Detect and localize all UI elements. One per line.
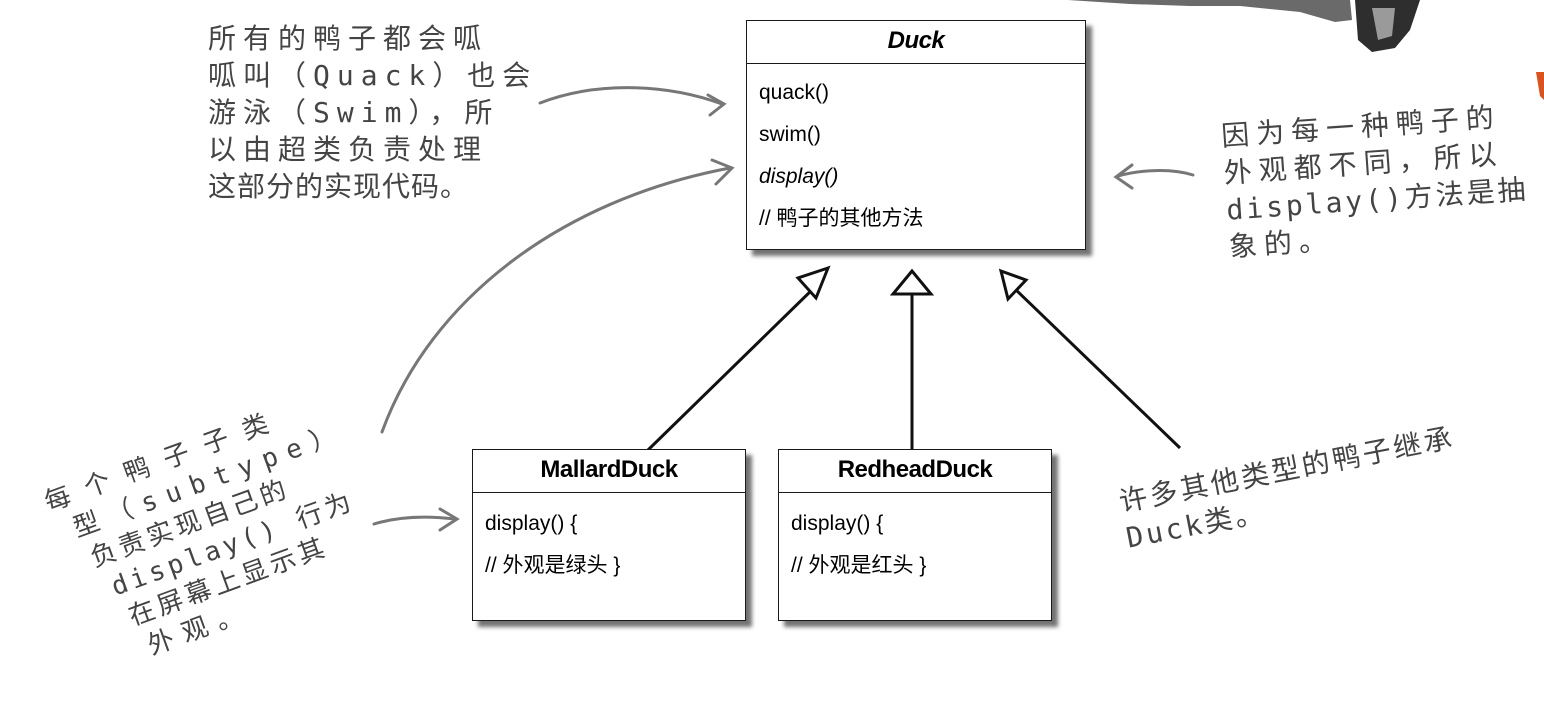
mallard-class-name: MallardDuck xyxy=(473,450,745,493)
cartoon-fragment-icon xyxy=(1068,0,1544,100)
redhead-class-box: RedheadDuck display() { // 外观是红头 } xyxy=(778,449,1052,621)
duck-class-box: Duck quack() swim() display() // 鸭子的其他方法 xyxy=(746,20,1086,250)
inheritance-line-mallard xyxy=(646,284,818,452)
mallard-display-line: display() { xyxy=(485,512,578,535)
method-display: display() xyxy=(759,165,839,188)
annotation-arrow-top-left xyxy=(538,86,724,106)
method-quack: quack() xyxy=(759,81,830,104)
redhead-class-name: RedheadDuck xyxy=(779,450,1051,493)
inheritance-arrowhead-redhead xyxy=(889,268,935,296)
note-line: 呱叫（Quack）也会 xyxy=(208,59,538,92)
redhead-comment-line: // 外观是红头 } xyxy=(791,554,927,577)
inheritance-arrowhead-mallard xyxy=(795,265,831,301)
method-other-comment: // 鸭子的其他方法 xyxy=(759,207,924,230)
annotation-arrow-bottom-left xyxy=(372,515,457,526)
note-superclass-behaviors: 所有的鸭子都会呱 呱叫（Quack）也会 游泳（Swim），所 以由超类负责处理… xyxy=(208,20,537,205)
note-line: 所有的鸭子都会呱 xyxy=(208,22,489,55)
annotation-arrow-bottom-left-up xyxy=(380,166,732,434)
note-display-abstract: 因为每一种鸭子的 外观都不同，所以 display()方法是抽 象的。 xyxy=(1220,97,1532,266)
note-line: 以由超类负责处理 xyxy=(208,133,489,166)
method-swim: swim() xyxy=(759,123,821,146)
inheritance-arrowhead-other xyxy=(998,268,1029,303)
mallard-comment-line: // 外观是绿头 } xyxy=(485,554,621,577)
mallard-class-box: MallardDuck display() { // 外观是绿头 } xyxy=(472,449,746,621)
inheritance-line-other xyxy=(1012,286,1182,450)
note-line: 这部分的实现代码。 xyxy=(208,170,470,203)
note-line: 游泳（Swim），所 xyxy=(208,96,500,129)
annotation-arrow-right xyxy=(1116,169,1195,178)
redhead-display-line: display() { xyxy=(791,512,884,535)
duck-class-name: Duck xyxy=(747,21,1085,64)
